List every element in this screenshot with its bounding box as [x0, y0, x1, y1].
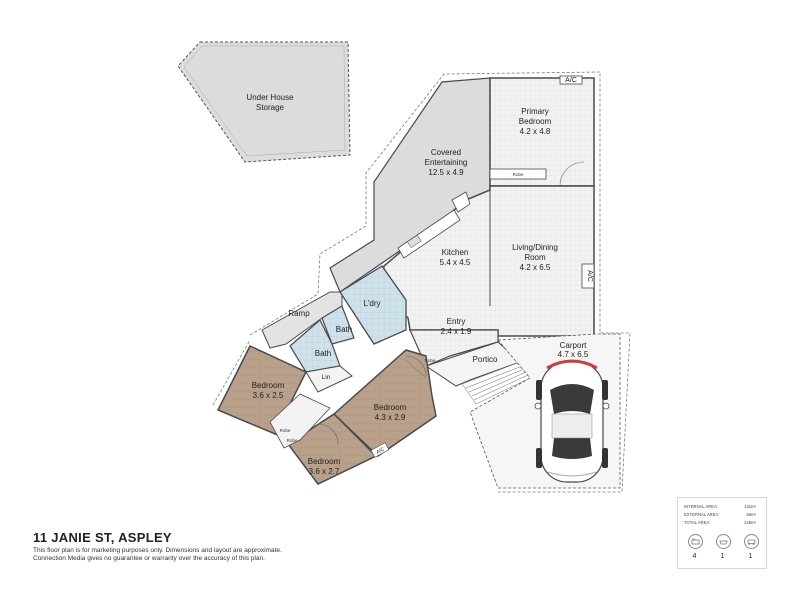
robe-bedroom-3-label: Robe	[287, 438, 298, 443]
living-label-1: Living/Dining	[512, 243, 558, 252]
robe-bedroom-1-label: Robe	[280, 428, 291, 433]
entertaining-label-1: Covered	[431, 148, 461, 157]
entry-label: Entry	[447, 317, 466, 326]
carport-dims: 4.7 x 6.5	[558, 350, 589, 359]
disclaimer: This floor plan is for marketing purpose…	[33, 547, 353, 563]
bath-icon	[716, 534, 731, 549]
bedroom-1-dims: 3.6 x 2.5	[253, 391, 284, 400]
primary-dims: 4.2 x 4.8	[520, 127, 551, 136]
linen-label: Lin	[322, 374, 331, 381]
total-area-label: TOTAL AREA:	[684, 520, 711, 525]
bath-small-label: Bath	[336, 325, 352, 334]
ac-side-label: A/C	[586, 270, 593, 282]
storage-area	[177, 41, 351, 163]
external-area-value: 65m²	[746, 512, 756, 517]
laundry-room	[339, 265, 407, 345]
external-area-label: EXTERNAL AREA:	[684, 512, 720, 517]
kitchen-label: Kitchen	[442, 248, 469, 257]
property-title: 11 JANIE ST, ASPLEY	[33, 530, 172, 545]
total-area-row: TOTAL AREA: 226m²	[684, 520, 760, 525]
primary-label-1: Primary	[521, 107, 549, 116]
bath-large-label: Bath	[315, 349, 331, 358]
total-area-value: 226m²	[744, 520, 756, 525]
kitchen-dims: 5.4 x 4.5	[440, 258, 471, 267]
ac-top-label: A/C	[565, 77, 577, 84]
living-dims: 4.2 x 6.5	[520, 263, 551, 272]
bath-large	[289, 319, 341, 373]
laundry-label: L'dry	[363, 299, 380, 308]
bedroom-2-label: Bedroom	[374, 403, 407, 412]
primary-label-2: Bedroom	[519, 117, 552, 126]
portico	[424, 341, 521, 387]
car-illustration	[534, 359, 610, 483]
bathroom-count: 1	[720, 553, 725, 560]
external-area-row: EXTERNAL AREA: 65m²	[684, 512, 760, 517]
bedroom-1-label: Bedroom	[252, 381, 285, 390]
bedroom-3-label: Bedroom	[308, 457, 341, 466]
car-icon	[744, 534, 759, 549]
storage-label-2: Storage	[256, 103, 285, 112]
living-label-2: Room	[524, 253, 546, 262]
bed-icon	[688, 534, 703, 549]
carport-label: Carport	[560, 341, 587, 350]
disclaimer-line-1: This floor plan is for marketing purpose…	[33, 547, 282, 554]
bedroom-3-dims: 3.6 x 2.7	[309, 467, 340, 476]
entertaining-dims: 12.5 x 4.9	[428, 168, 464, 177]
disclaimer-line-2: Connection Media gives no guarantee or w…	[33, 555, 265, 562]
ramp-label: Ramp	[288, 309, 310, 318]
ac-bedroom-label: A/C	[375, 446, 386, 455]
bedroom-2	[332, 349, 437, 457]
robe-center-label: Robe	[425, 358, 436, 363]
internal-area-label: INTERNAL AREA:	[684, 504, 719, 509]
bedroom-2-dims: 4.3 x 2.9	[375, 413, 406, 422]
bath-small	[321, 305, 355, 345]
robe-primary-label: Robe	[513, 172, 524, 177]
internal-area-value: 131m²	[744, 504, 756, 509]
internal-area-row: INTERNAL AREA: 131m²	[684, 504, 760, 509]
portico-label: Portico	[473, 355, 498, 364]
car-count: 1	[748, 553, 753, 560]
bedroom-count: 4	[692, 553, 697, 560]
storage-label-1: Under House	[246, 93, 294, 102]
entry-dims: 2.4 x 1.9	[441, 327, 472, 336]
area-summary-box: INTERNAL AREA: 131m² EXTERNAL AREA: 65m²…	[677, 497, 767, 569]
entertaining-label-2: Entertaining	[425, 158, 468, 167]
boundary-dashed	[249, 71, 631, 493]
